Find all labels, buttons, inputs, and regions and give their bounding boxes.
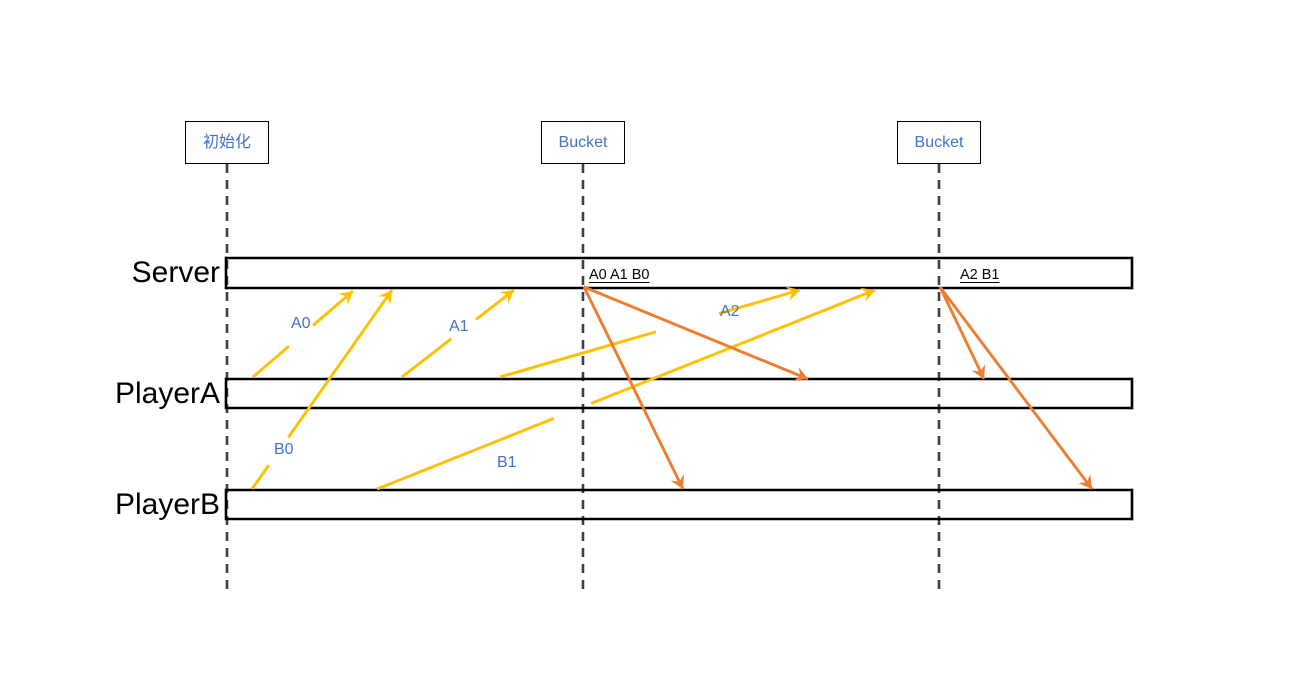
- message-arrow-bucket2-to-playerA: [938, 286, 986, 380]
- message-label-B0: B0: [274, 441, 294, 458]
- message-label-A1: A1: [449, 318, 469, 335]
- note-bucket1: A0 A1 B0: [589, 267, 650, 283]
- lane-bars-group: [224, 256, 1134, 521]
- lane-label-server: Server: [131, 256, 220, 289]
- message-arrow-bucket2-to-playerB: [938, 286, 1094, 490]
- header-box-label: Bucket: [914, 133, 964, 151]
- message-arrow-A2: [499, 286, 801, 379]
- note-bucket2: A2 B1: [960, 267, 1000, 283]
- lane-bar-playerA: [224, 377, 1134, 410]
- lane-label-playerA: PlayerA: [114, 376, 220, 410]
- header-box-bucket2[interactable]: Bucket: [897, 121, 981, 164]
- message-label-A0: A0: [291, 315, 311, 332]
- message-label-B1: B1: [497, 454, 517, 471]
- header-box-init[interactable]: 初始化: [185, 121, 269, 164]
- message-arrow-A0: [252, 289, 354, 379]
- header-box-label: Bucket: [558, 133, 608, 151]
- message-arrow-B0: [250, 289, 394, 490]
- header-box-bucket1[interactable]: Bucket: [541, 121, 625, 164]
- message-label-A2: A2: [720, 303, 740, 320]
- lane-bar-server: [224, 256, 1134, 290]
- message-arrow-bucket1-to-playerB: [582, 286, 685, 490]
- header-box-label: 初始化: [202, 133, 251, 151]
- message-arrow-bucket1-to-playerA: [583, 285, 809, 381]
- lane-bar-playerB: [224, 488, 1134, 521]
- message-arrows-group: [250, 285, 1094, 491]
- message-arrow-A1: [401, 288, 515, 379]
- lane-label-playerB: PlayerB: [114, 487, 220, 521]
